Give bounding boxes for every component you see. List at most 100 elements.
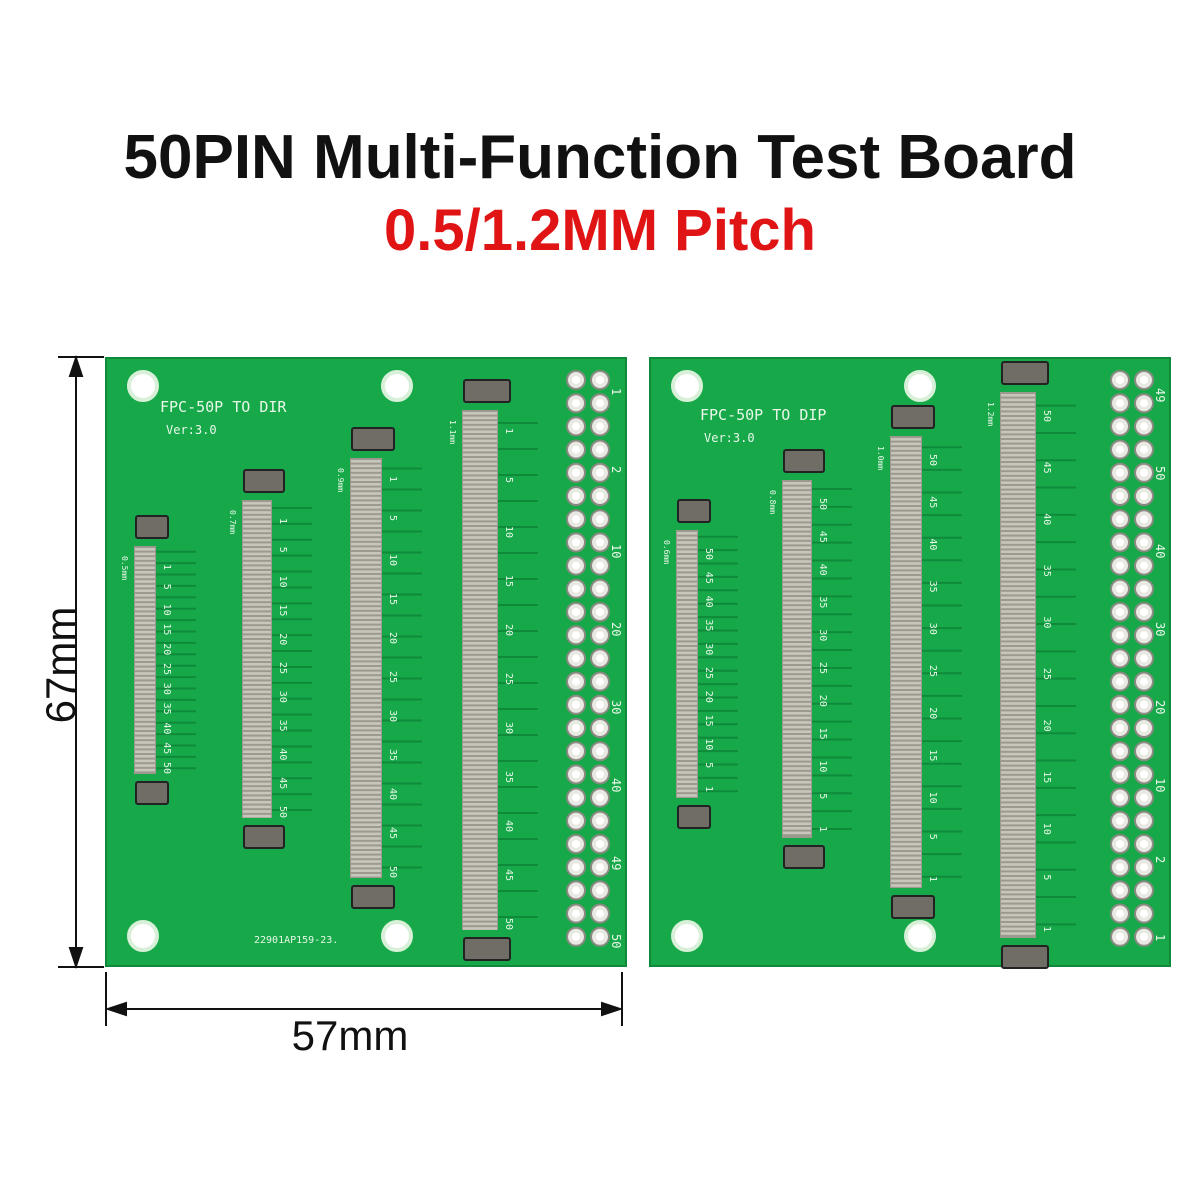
fpc-pad [243, 640, 271, 643]
fpc-pad [135, 617, 155, 620]
fpc-pad [463, 421, 497, 424]
fpc-pad [891, 852, 921, 855]
fpc-pad [1001, 780, 1035, 783]
fpc-pad [783, 514, 811, 517]
fpc-pad [891, 677, 921, 680]
fpc-pad [243, 635, 271, 638]
fpc-pad [351, 841, 381, 845]
fpc-pad [783, 560, 811, 563]
header-hole [572, 538, 580, 547]
fpc-pad [677, 785, 697, 788]
fpc-pad [351, 538, 381, 541]
header-hole [1116, 492, 1124, 500]
fpc-pad [351, 814, 381, 817]
fpc-pad [1001, 794, 1035, 797]
fpc-pad [891, 640, 921, 643]
fpc-pad [891, 525, 921, 528]
fpc-pad [891, 792, 921, 795]
fpc-pad [783, 528, 811, 531]
fpc-pad [891, 461, 921, 464]
fpc-pad [243, 699, 271, 703]
fpc-pad [135, 603, 155, 606]
fpc-pad [1001, 440, 1035, 443]
fpc-pad [891, 451, 921, 455]
fpc-pad [1001, 532, 1035, 535]
fpc-pad [463, 674, 497, 677]
fpc-pad [1001, 430, 1035, 434]
fpc-pad [135, 635, 155, 638]
fpc-pad [891, 870, 921, 873]
fpc-pad [677, 587, 697, 590]
header-number-label: 1 [1153, 934, 1167, 941]
fpc-pad [351, 713, 381, 716]
pin-number-label: 5 [1041, 874, 1052, 880]
header-hole [596, 654, 604, 663]
fpc-pad [463, 481, 497, 484]
mounting-hole [127, 370, 159, 402]
fpc-pad [351, 648, 381, 652]
pin-number-label: 40 [387, 788, 398, 800]
fpc-pad [891, 479, 921, 482]
fpc-pad [891, 709, 921, 712]
fpc-pad [135, 552, 155, 556]
fpc-pad [1001, 702, 1035, 705]
fpc-pad [677, 688, 697, 691]
fpc-pad [783, 633, 811, 637]
fpc-pad [891, 755, 921, 758]
fpc-pad [677, 591, 697, 595]
fpc-pad [463, 729, 497, 732]
fpc-pad [463, 881, 497, 884]
header-hole [572, 515, 580, 524]
header-hole [1116, 584, 1124, 593]
fpc-pad [1001, 656, 1035, 659]
fpc-pad [1001, 913, 1035, 917]
fpc-pad [783, 794, 811, 798]
fpc-pad [463, 858, 497, 861]
header-hole [1140, 468, 1148, 477]
fpc-pad [891, 566, 921, 570]
fpc-pad [1001, 817, 1035, 820]
fpc-pad [1001, 651, 1035, 655]
fpc-pad [677, 711, 697, 714]
fpc-pad [783, 693, 811, 697]
fpc-pad [1001, 683, 1035, 687]
fpc-pad [463, 826, 497, 829]
header-hole [572, 909, 580, 918]
fpc-pad [463, 862, 497, 866]
pin-number-label: 50 [277, 806, 288, 818]
fpc-pad [677, 679, 697, 682]
fpc-pad [1001, 642, 1035, 645]
pin-number-label: 1 [1041, 926, 1052, 932]
pin-number-label: 30 [277, 691, 288, 703]
fpc-pad [677, 683, 697, 687]
fpc-pad [351, 607, 381, 610]
connector-tab [677, 805, 711, 829]
fpc-pad [135, 672, 155, 675]
fpc-pad [891, 769, 921, 772]
fpc-pad [783, 735, 811, 738]
fpc-pad [677, 642, 697, 645]
fpc-pad [1001, 545, 1035, 549]
header-hole [1116, 445, 1124, 454]
header-hole [572, 654, 580, 663]
fpc-pad [891, 631, 921, 634]
header-number-label: 2 [1153, 856, 1167, 863]
pin-number-label: 45 [1041, 462, 1052, 474]
fpc-pad [783, 620, 811, 623]
fpc-pad [891, 516, 921, 519]
mounting-hole [671, 920, 703, 952]
fpc-pad [463, 632, 497, 636]
board-left-version: Ver:3.0 [166, 423, 217, 437]
header-hole [1116, 654, 1124, 663]
fpc-pad [1001, 568, 1035, 572]
fpc-pad [243, 709, 271, 712]
fpc-pad [243, 810, 271, 813]
fpc-pad [351, 874, 381, 877]
fpc-pad [1001, 890, 1035, 894]
pin-number-label: 30 [927, 623, 938, 635]
pin-number-label: 30 [703, 643, 714, 655]
fpc-pad [891, 447, 921, 450]
fpc-pad [351, 832, 381, 836]
header-number-label: 10 [609, 544, 623, 558]
fpc-pad [351, 575, 381, 578]
